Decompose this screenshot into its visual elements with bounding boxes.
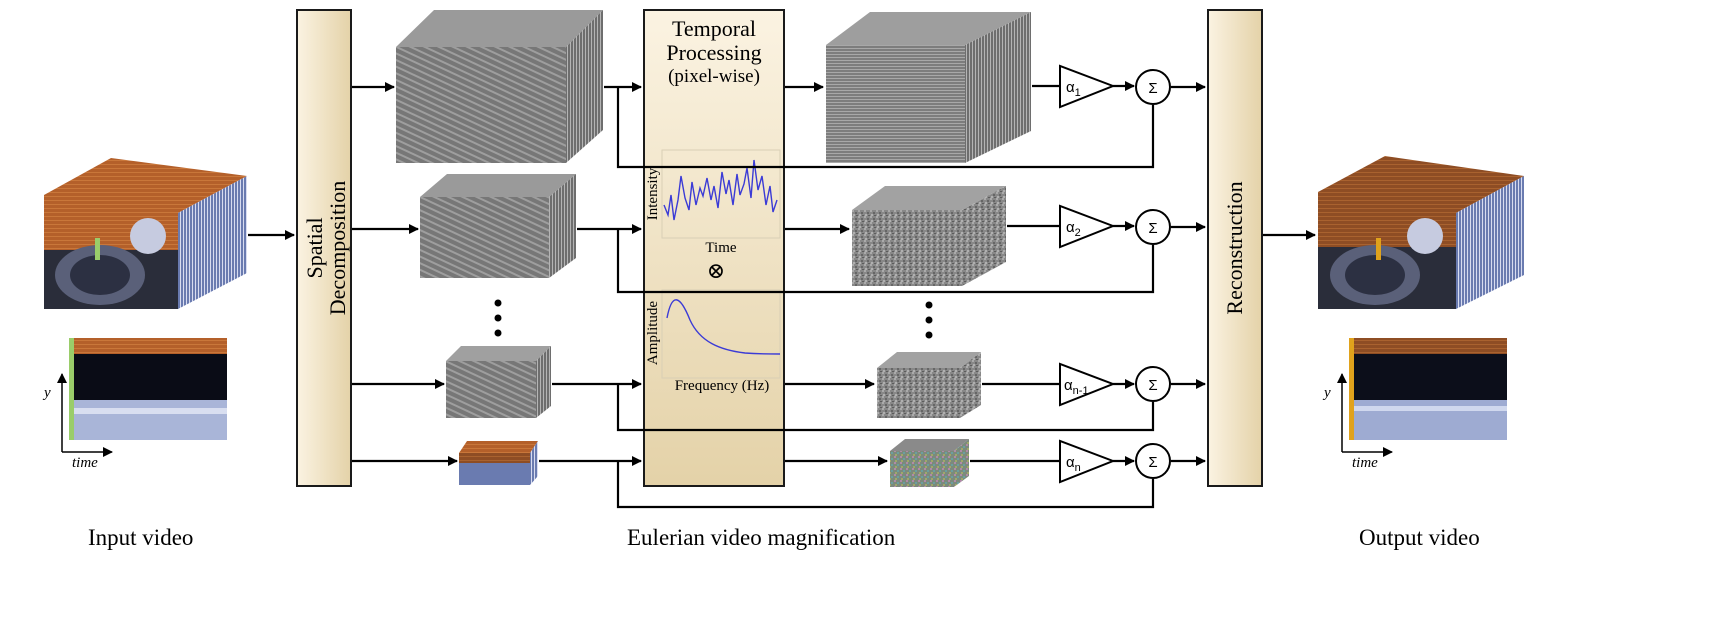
sum-node-2: Σ [1135,209,1171,245]
intensity-signal [663,159,778,221]
reconstruction-block: Reconstruction [1207,9,1263,487]
connector-lines [248,81,1316,509]
input-slice-axes: y time [42,373,113,471]
multiply-icon: ⊗ [707,258,725,283]
sum-node-n: Σ [1135,443,1171,479]
amplitude-xlabel: Frequency (Hz) [675,378,770,394]
gain-alpha-1: α1 [1059,64,1116,109]
temporal-processing-block: Temporal Processing (pixel-wise) [643,9,785,487]
temporal-line2: Processing [666,40,761,65]
sum-node-1-symbol: Σ [1148,80,1157,97]
output-time-axis-label: time [1352,455,1378,471]
sum-node-1: Σ [1135,69,1171,105]
output-marker [1376,238,1381,260]
temporal-line3: (pixel-wise) [668,66,760,87]
spatial-decomposition-block: Spatial Decomposition [296,9,352,487]
output-video-caption: Output video [1359,525,1480,550]
gain-alpha-n-label: αn [1066,454,1081,474]
band-2-output-cube [852,186,1006,286]
spatial-line2: Decomposition [325,181,350,315]
input-video-caption: Input video [88,525,194,550]
temporal-line1: Temporal [672,16,756,41]
pyramid-level-1-cube [396,10,603,163]
band-n-1-output-cube [877,352,981,418]
sum-node-n-1-symbol: Σ [1148,377,1157,394]
pyramid-level-n-1-cube [446,346,551,418]
band-n-output-cube [890,439,969,487]
amplitude-curve [666,299,781,355]
output-xt-slice [1349,338,1507,440]
spatial-line1: Spatial [302,217,327,278]
pyramid-level-n-cube [459,441,538,485]
intensity-plot: Intensity Time [645,149,781,256]
intensity-ylabel: Intensity [645,167,661,220]
output-slice-axes: y time [1322,373,1393,471]
output-y-axis-label: y [1322,385,1331,401]
gain-alpha-n-1-label: αn-1 [1064,377,1089,397]
pyramid-ellipsis-right [925,301,933,339]
input-video-cube [44,158,247,309]
gain-alpha-n-1: αn-1 [1059,362,1116,407]
pyramid-level-2-cube [420,174,576,278]
amplitude-plot: Amplitude Frequency (Hz) [645,289,781,394]
gain-alpha-2: α2 [1059,204,1116,249]
amplitude-ylabel: Amplitude [645,301,661,366]
sum-node-n-1: Σ [1135,366,1171,402]
sum-node-2-symbol: Σ [1148,220,1157,237]
input-marker [95,238,100,260]
band-1-output-cube [826,12,1031,163]
evm-caption: Eulerian video magnification [627,525,896,550]
intensity-xlabel: Time [705,240,736,256]
gain-alpha-n: αn [1059,439,1116,484]
y-axis-label: y [42,385,51,401]
pyramid-ellipsis-left [494,299,502,337]
output-video-cube [1318,156,1524,309]
sum-node-n-symbol: Σ [1148,454,1157,471]
input-xt-slice [69,338,227,440]
gain-alpha-1-label: α1 [1066,79,1081,99]
gain-alpha-2-label: α2 [1066,219,1081,239]
reconstruction-label: Reconstruction [1222,181,1247,314]
time-axis-label: time [72,455,98,471]
